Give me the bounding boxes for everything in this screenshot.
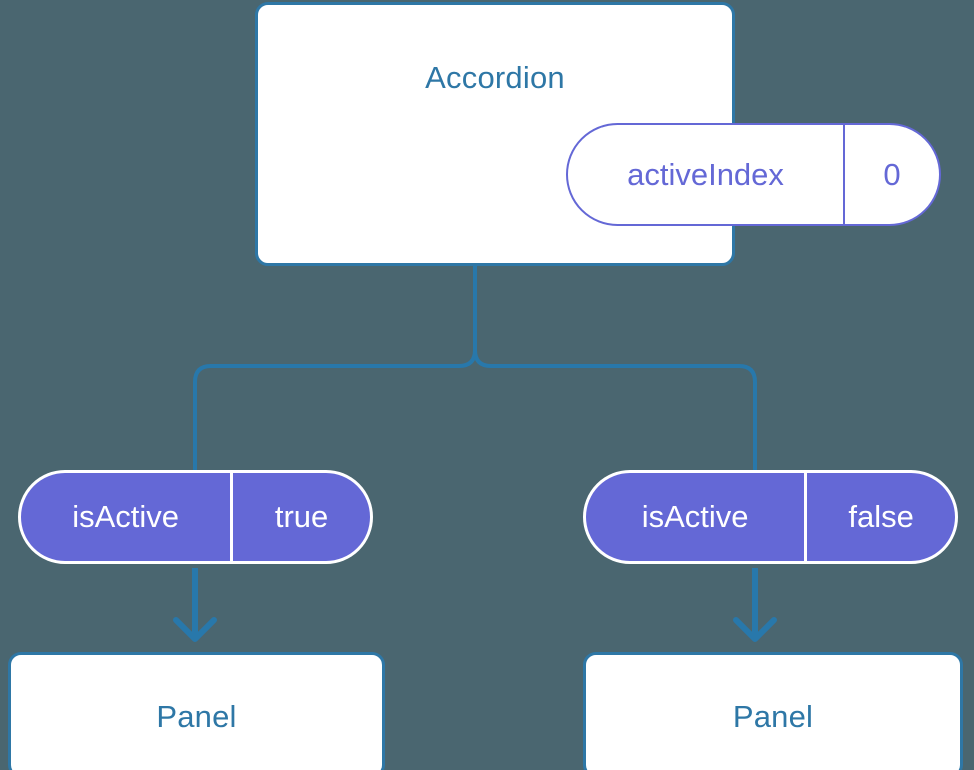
accordion-node-label: Accordion [425,60,565,95]
prop-pill-is-active-left[interactable]: isActive true [18,470,373,564]
prop-pill-is-active-right[interactable]: isActive false [583,470,958,564]
arrow-badge-to-panel-right [733,568,777,642]
prop-pill-is-active-left-key: isActive [21,473,234,561]
panel-node-left-label: Panel [156,699,237,734]
prop-pill-active-index[interactable]: activeIndex 0 [566,123,941,226]
prop-pill-active-index-value: 0 [883,156,901,192]
tree-connector-path-right [473,264,757,472]
panel-node-right-label: Panel [732,699,814,734]
panel-node-left[interactable]: Panel [8,652,385,770]
panel-node-right[interactable]: Panel [583,652,963,770]
tree-connector-path [193,264,477,472]
accordion-node[interactable]: Accordion activeIndex 0 [255,2,941,266]
prop-pill-is-active-left-value: true [274,499,329,534]
prop-pill-active-index-key: activeIndex [568,125,846,224]
prop-pill-is-active-right-key: isActive [586,473,808,561]
arrow-badge-to-panel-left [173,568,217,642]
prop-pill-is-active-right-value: false [848,499,914,534]
